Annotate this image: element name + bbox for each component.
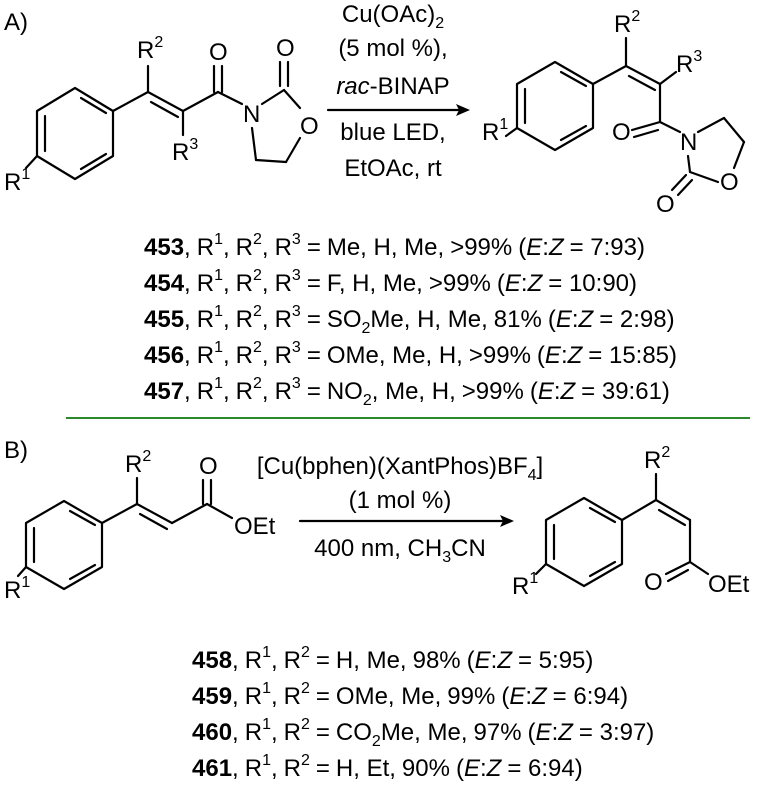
part-b-sm-alkene-bond xyxy=(135,502,174,525)
part-a-product-oxazolidinone-ring xyxy=(696,116,726,134)
part-a-sm-r1-label: R1 xyxy=(4,166,30,196)
entry-456: 456,R1,R2,R3=OMe, Me, H,>99%(E:Z= 15:85) xyxy=(144,339,677,369)
part-a-sm-r1-bond xyxy=(24,154,39,170)
part-a-starting-material: R1 R2 R3 O N O O xyxy=(4,34,319,196)
part-a-sm-r2-label: R2 xyxy=(137,34,163,64)
entry-461: 461,R1,R2=H, Et,90%(E:Z= 6:94) xyxy=(192,752,583,782)
part-b-sm-benzene-ring xyxy=(24,499,104,591)
part-a-product-n-atom: N xyxy=(680,129,697,156)
entry-457: 457,R1,R2,R3=NO2, Me, H,>99%(E:Z= 39:61) xyxy=(144,375,670,409)
part-a-reaction-arrow xyxy=(326,104,470,116)
entry-453: 453,R1,R2,R3=Me, H, Me,>99%(E:Z= 7:93) xyxy=(144,231,645,261)
part-a-product-r2-label: R2 xyxy=(614,8,640,38)
part-a-product-r3-label: R3 xyxy=(676,48,702,78)
part-a-sm-urea-o: O xyxy=(276,35,295,62)
part-b-sm-oet: OEt xyxy=(234,513,276,540)
part-b-catalyst: [Cu(bphen)(XantPhos)BF4] xyxy=(257,453,543,484)
part-b-product-benzene-ring xyxy=(544,496,624,588)
part-a-product-r1-label: R1 xyxy=(482,116,508,146)
part-a-product-benzene-ring xyxy=(515,60,595,152)
part-a-sm-carbonyl-o: O xyxy=(209,39,228,66)
part-b-label: B) xyxy=(4,437,28,464)
part-a-sm-r3-label: R3 xyxy=(172,136,198,166)
part-a-label: A) xyxy=(4,9,28,36)
part-a-sm-oxazolidinone-ring xyxy=(260,88,286,106)
entry-458: 458,R1,R2=H, Me,98%(E:Z= 5:95) xyxy=(192,644,593,674)
part-a-product: R1 R2 R3 O N O O xyxy=(482,8,746,218)
part-b-conditions: [Cu(bphen)(XantPhos)BF4] (1 mol %) 400 n… xyxy=(257,453,543,566)
part-a-product-carbonyl-o: O xyxy=(612,119,631,146)
part-a-sm-n-atom: N xyxy=(243,101,260,128)
part-a-sm-carbonyl-bond xyxy=(181,90,220,113)
part-a-conditions: Cu(OAc)2 (5 mol %), rac-BINAP blue LED, … xyxy=(336,1,449,182)
part-b-solvent: 400 nm, CH3CN xyxy=(314,535,486,566)
part-a-catalyst: Cu(OAc)2 xyxy=(342,1,444,32)
part-b-starting-material: R1 R2 O OEt xyxy=(4,448,276,604)
part-b-reaction-arrow xyxy=(298,515,514,527)
part-a-product-ring-o: O xyxy=(720,169,739,196)
part-a-sm-ring-o: O xyxy=(300,113,319,140)
part-a-sm-alkene-bond xyxy=(146,90,185,113)
entry-460: 460,R1,R2=CO2Me, Me,97%(E:Z= 3:97) xyxy=(192,716,654,750)
part-a-product-alkene-bond xyxy=(624,64,662,86)
part-b-loading: (1 mol %) xyxy=(349,487,452,514)
entry-455: 455,R1,R2,R3=SO2Me, H, Me,81%(E:Z= 2:98) xyxy=(144,303,675,337)
entry-459: 459,R1,R2=OMe, Me,99%(E:Z= 6:94) xyxy=(192,680,628,710)
part-b-entries: 458,R1,R2=H, Me,98%(E:Z= 5:95) 459,R1,R2… xyxy=(192,644,654,782)
part-a-sm-benzene-ring xyxy=(35,86,115,181)
part-b-sm-carbonyl-o: O xyxy=(199,453,218,480)
part-b-sm-r2-label: R2 xyxy=(125,448,151,478)
part-a-product-urea-o: O xyxy=(656,191,675,218)
part-a-ligand: rac-BINAP xyxy=(336,73,449,100)
part-a-sm-aryl-vinyl-bond xyxy=(111,90,150,113)
part-b-product-oet: OEt xyxy=(708,571,750,598)
part-b-product: R1 R2 O OEt xyxy=(512,444,750,600)
part-b-product-carbonyl-o: O xyxy=(644,569,663,596)
part-b-product-alkene-bond xyxy=(654,498,692,522)
part-a-entries: 453,R1,R2,R3=Me, H, Me,>99%(E:Z= 7:93) 4… xyxy=(144,231,677,409)
part-b-product-r1-label: R1 xyxy=(512,570,538,600)
part-a-solvent: EtOAc, rt xyxy=(344,155,442,182)
part-b-product-r2-label: R2 xyxy=(644,444,670,474)
entry-454: 454,R1,R2,R3=F, H, Me,>99%(E:Z= 10:90) xyxy=(144,267,637,297)
part-a-light: blue LED, xyxy=(340,119,445,146)
part-a-loading: (5 mol %), xyxy=(338,35,447,62)
part-b-sm-r1-label: R1 xyxy=(4,574,30,604)
